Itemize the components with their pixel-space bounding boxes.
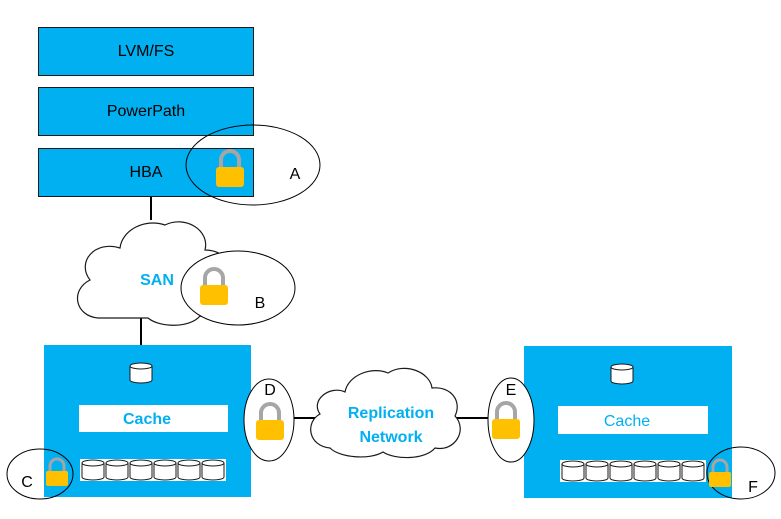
left-disk-icon — [177, 459, 201, 481]
marker-b: B — [255, 295, 266, 312]
zone-f-ellipse — [706, 446, 776, 500]
left-disk-icon — [153, 459, 177, 481]
right-cache-label: Cache — [604, 413, 650, 430]
right-disk-icon — [657, 460, 681, 482]
marker-c: C — [21, 474, 33, 491]
marker-f: F — [748, 479, 758, 496]
marker-a: A — [290, 166, 301, 183]
left-disk-icon — [105, 459, 129, 481]
left-cache-label: Cache — [123, 411, 171, 428]
left-cache-box — [79, 405, 228, 432]
lvm-fs-layer: LVM/FS — [38, 27, 254, 76]
powerpath-label: PowerPath — [106, 102, 186, 120]
right-disk-icon — [633, 460, 657, 482]
right-front-disk-icon — [610, 363, 634, 385]
replication-network-cloud — [310, 367, 461, 459]
right-disk-icon — [585, 460, 609, 482]
powerpath-layer: PowerPath — [38, 87, 254, 136]
hba-lock-icon — [214, 149, 246, 189]
right-cache-box — [558, 406, 708, 434]
lvm-fs-label: LVM/FS — [117, 42, 175, 60]
left-front-disk-icon — [129, 362, 153, 384]
replication-label-line1: Replication — [348, 405, 434, 422]
left-disk-icon — [129, 459, 153, 481]
left-disk-icon — [201, 459, 225, 481]
marker-d: D — [264, 382, 276, 399]
zone-b-ellipse — [180, 250, 296, 326]
zone-a-ellipse — [185, 124, 321, 206]
hba-label: HBA — [129, 163, 163, 181]
right-disk-icon — [609, 460, 633, 482]
replication-label-line2: Network — [359, 429, 422, 446]
right-disk-icon — [561, 460, 585, 482]
zone-c-ellipse — [6, 448, 74, 500]
san-label: SAN — [140, 272, 174, 289]
left-disk-icon — [81, 459, 105, 481]
right-disk-icon — [681, 460, 705, 482]
marker-e: E — [506, 382, 517, 399]
